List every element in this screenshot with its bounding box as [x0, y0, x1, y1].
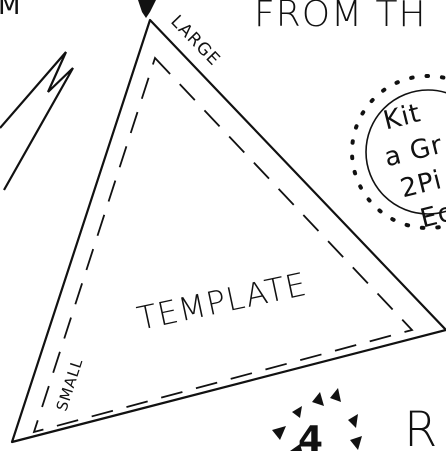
badge-line-3: 2Pi [397, 165, 445, 204]
triangle-outline-small-dashed [34, 58, 412, 432]
large-label: LARGE [166, 12, 224, 71]
zigzag-arrow-shape [0, 52, 73, 190]
round-badge-text: Kit a Gr 2Pi Eo [373, 95, 446, 239]
apex-pin-marker [138, 0, 156, 18]
template-label: TEMPLATE [134, 265, 311, 338]
top-left-fragment-text: M [0, 0, 21, 21]
triangle-star-icon: 4 [272, 388, 362, 451]
star-number: 4 [298, 419, 324, 451]
badge-line-1: Kit [380, 98, 424, 136]
header-fragment-text: FROM TH [254, 0, 427, 35]
bottom-right-fragment-text: R [404, 402, 438, 451]
small-label: SMALL [53, 356, 87, 413]
